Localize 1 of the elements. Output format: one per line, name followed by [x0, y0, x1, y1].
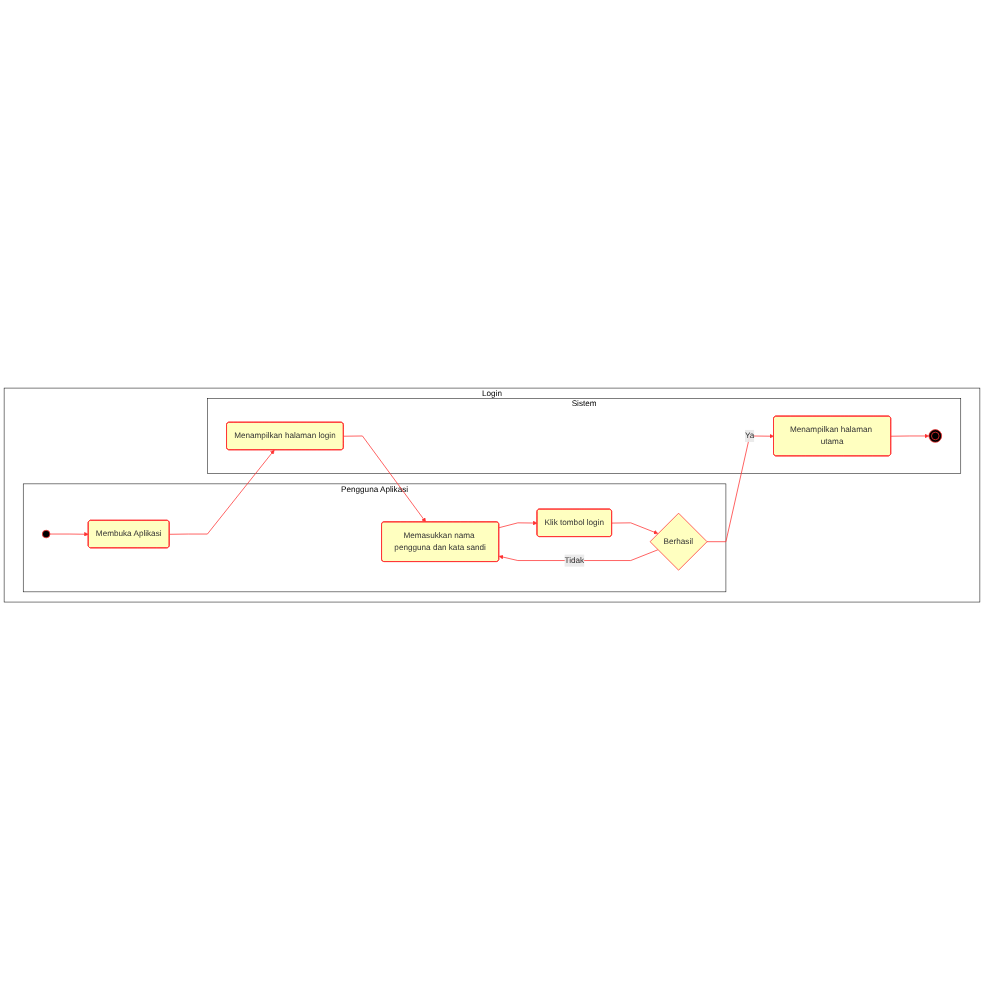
node-circle	[41, 529, 51, 539]
